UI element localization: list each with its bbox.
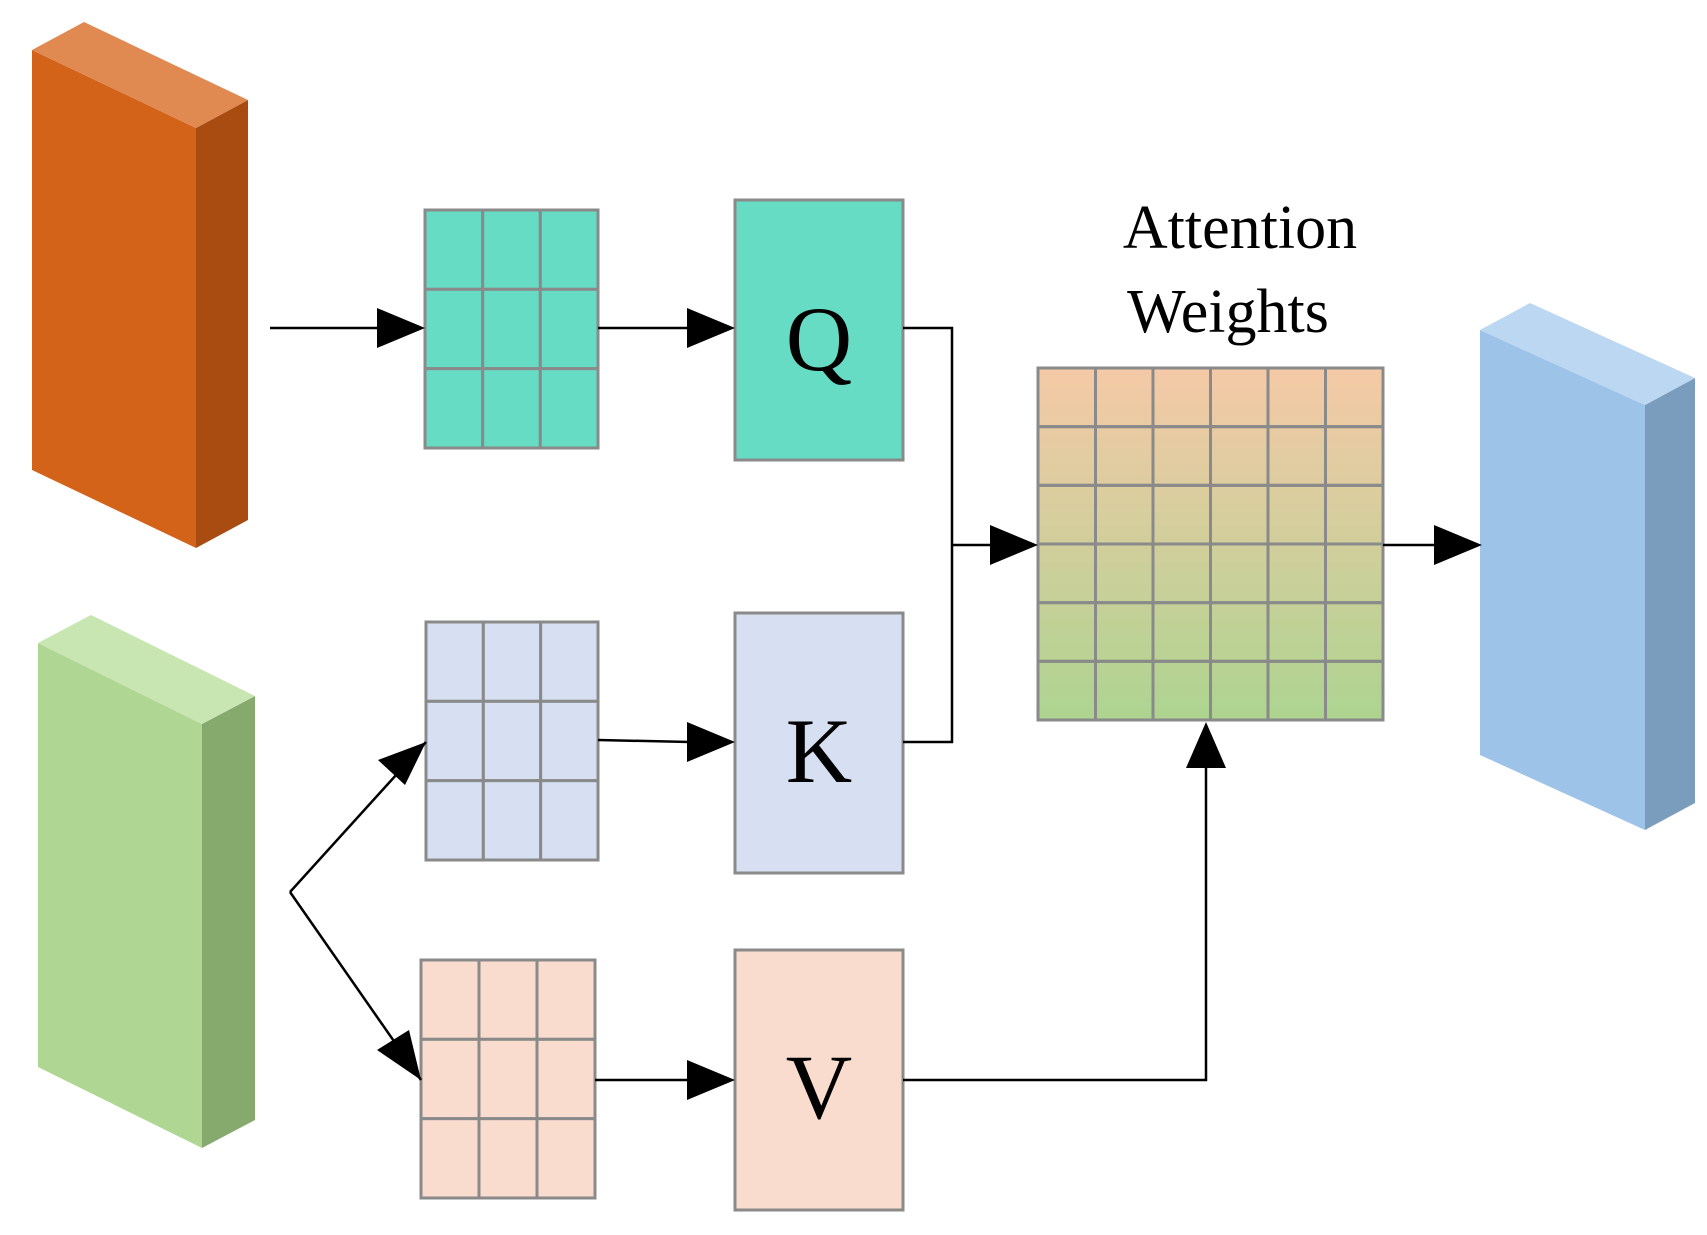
k-grid-cell-0-0: [424, 620, 485, 703]
v-grid-cell-0-1: [477, 958, 539, 1041]
connectors: [270, 308, 1482, 1100]
k-box: [733, 611, 905, 875]
arrowhead-v-grid: [377, 1030, 421, 1080]
k-grid-cell-0-1: [481, 620, 543, 703]
arrowhead-q-grid: [377, 308, 425, 348]
k-grid-cell-2-0: [424, 779, 485, 862]
v-matrix: V: [733, 948, 905, 1212]
q-grid-cell-0-1: [481, 208, 542, 291]
v-to-attention: [903, 768, 1208, 1082]
v-box: [733, 948, 905, 1212]
query-projection-grid: [423, 208, 600, 450]
q-matrix: Q: [733, 198, 905, 462]
output-side: [1645, 378, 1695, 830]
v-grid-cell-0-2: [535, 958, 597, 1041]
v-grid-cell-2-0: [419, 1117, 481, 1200]
v-grid-cell-2-1: [477, 1117, 539, 1200]
q-grid-cell-0-2: [538, 208, 600, 291]
arrowhead-output: [1434, 525, 1482, 565]
v-label: V: [786, 1036, 852, 1138]
attention-cell-5-5: [1324, 659, 1385, 722]
value-projection-grid: [419, 958, 597, 1200]
q-box: [733, 198, 905, 462]
v-grid-cell-0-0: [419, 958, 481, 1041]
arrowhead-q: [687, 308, 735, 348]
q-grid-cell-2-1: [481, 367, 542, 450]
v-grid-cell-1-2: [535, 1037, 597, 1121]
q-grid-cell-1-2: [538, 287, 600, 371]
v-grid-cell-1-1: [477, 1037, 539, 1121]
k-grid-cell-0-2: [539, 620, 600, 703]
key-projection-grid: [424, 620, 600, 862]
attention-weights-grid: [1036, 366, 1385, 722]
key-value-input-front: [38, 643, 202, 1148]
v-grid-cell-1-0: [419, 1037, 481, 1121]
attention-title-line2: Weights: [1127, 278, 1329, 346]
attention-title-line1: Attention: [1123, 194, 1357, 262]
k-matrix: K: [733, 611, 905, 875]
q-grid-cell-1-0: [423, 287, 485, 371]
arrow-k-grid-to-k: [597, 738, 691, 744]
q-grid-cell-1-1: [481, 287, 542, 371]
arrowhead-attention-bottom: [1186, 722, 1226, 768]
k-grid-cell-1-0: [424, 699, 485, 783]
query-input-block: [32, 22, 248, 548]
query-input-top: [32, 22, 248, 128]
q-grid-cell-2-0: [423, 367, 485, 450]
q-label: Q: [786, 288, 852, 390]
key-value-input-side: [202, 696, 255, 1148]
k-grid-cell-2-1: [481, 779, 543, 862]
attention-weights-matrix: [1036, 366, 1385, 722]
q-to-merge: [903, 326, 954, 744]
output-front: [1480, 330, 1645, 830]
v-grid-cell-2-2: [535, 1117, 597, 1200]
output-block: [1480, 303, 1695, 830]
k-grid-cell-1-1: [481, 699, 543, 783]
arrowhead-v: [687, 1060, 735, 1100]
k-grid-cell-2-2: [539, 779, 600, 862]
arrowhead-attention: [990, 525, 1038, 565]
k-grid-cell-1-2: [539, 699, 600, 783]
query-input-side: [196, 100, 248, 548]
key-value-input-top: [38, 615, 255, 724]
q-grid-cell-2-2: [538, 367, 600, 450]
q-grid-cell-0-0: [423, 208, 485, 291]
k-label: K: [786, 700, 852, 802]
query-input-front: [32, 50, 196, 548]
arrowhead-k-grid: [378, 742, 426, 785]
key-value-input-block: [38, 615, 255, 1148]
arrowhead-k: [687, 722, 735, 762]
output-top: [1480, 303, 1695, 405]
